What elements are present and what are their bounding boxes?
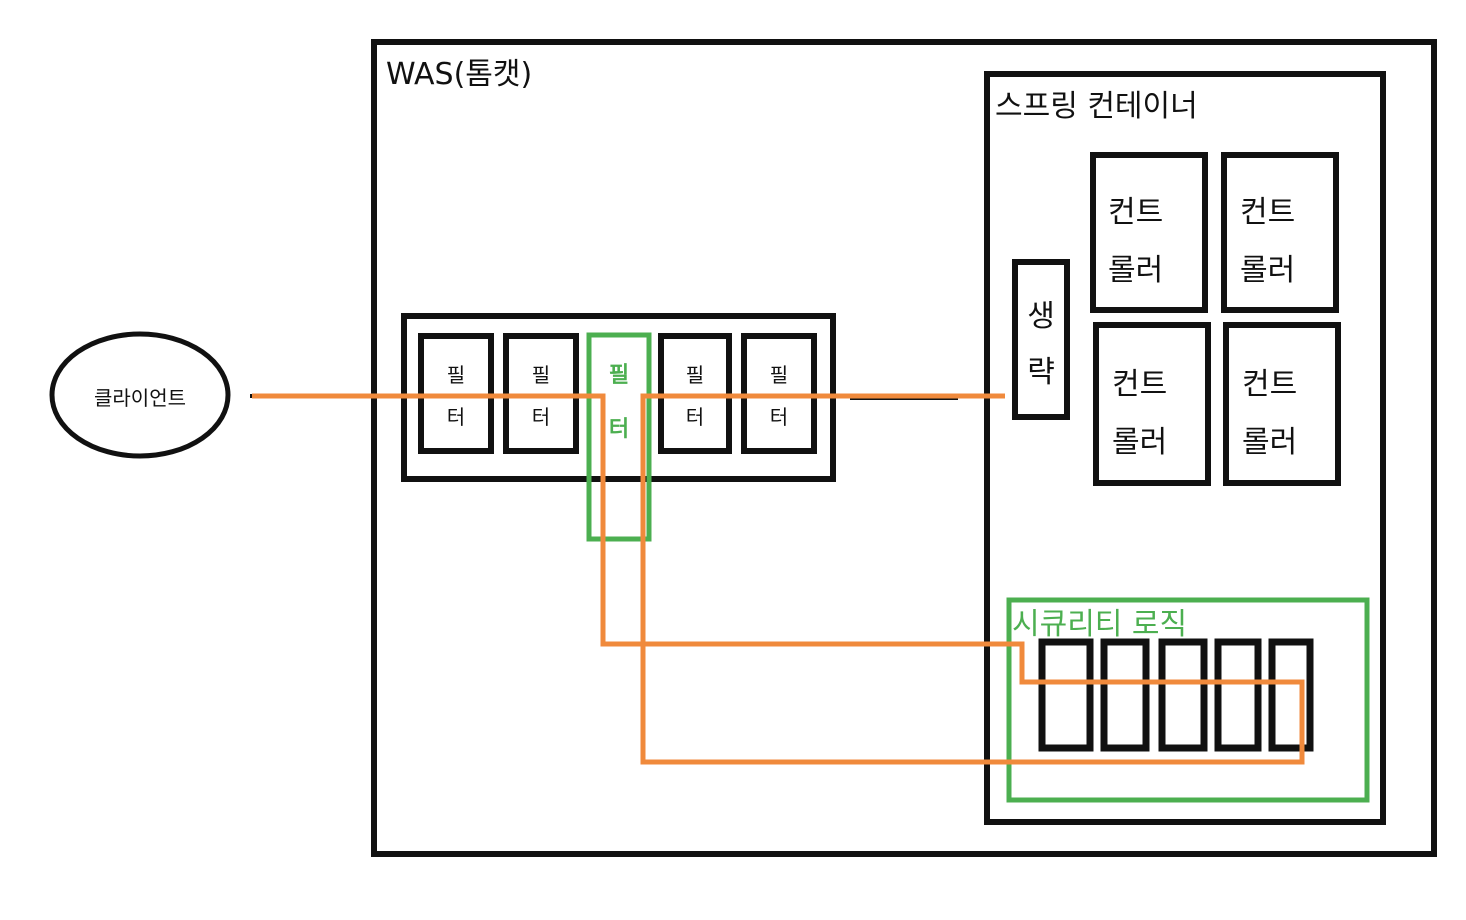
security-filter-5	[1268, 638, 1314, 752]
filter-2-top: 필	[532, 363, 550, 387]
omitted-box	[1012, 259, 1070, 420]
filter-1-top: 필	[447, 363, 465, 387]
filter-5-top: 필	[770, 363, 788, 387]
was-label: WAS(톰캣)	[386, 57, 532, 92]
controller-4: 컨트 롤러	[1223, 322, 1341, 486]
security-filter-group	[1038, 638, 1314, 752]
controller-2-line2: 롤러	[1240, 253, 1295, 288]
security-filter-3	[1158, 638, 1208, 752]
controller-1: 컨트 롤러	[1090, 152, 1208, 313]
controller-4-line1: 컨트	[1242, 367, 1297, 402]
controller-1-line1: 컨트	[1108, 195, 1163, 230]
filter-3-bottom: 터	[609, 417, 629, 442]
filter-5-bottom: 터	[770, 405, 788, 429]
spring-container-box	[984, 71, 1386, 825]
request-flow-in	[252, 393, 1305, 765]
filter-3-delegating: 필 터	[586, 332, 652, 542]
client-node	[49, 331, 231, 459]
security-filter-4	[1214, 638, 1262, 752]
security-filter-1	[1038, 638, 1094, 752]
controller-3-line1: 컨트	[1112, 367, 1167, 402]
controller-4-line2: 롤러	[1242, 425, 1297, 460]
filter-2-bottom: 터	[532, 405, 550, 429]
filter-1-bottom: 터	[447, 405, 465, 429]
controller-3: 컨트 롤러	[1093, 322, 1211, 486]
security-logic-label: 시큐리티 로직	[1012, 607, 1187, 642]
controller-1-line2: 롤러	[1108, 253, 1163, 288]
controller-3-line2: 롤러	[1112, 425, 1167, 460]
controller-2: 컨트 롤러	[1221, 152, 1339, 313]
filter-4-bottom: 터	[686, 405, 704, 429]
client-label: 클라이언트	[94, 386, 186, 410]
filter-3-top: 필	[609, 363, 629, 388]
security-filter-2	[1100, 638, 1150, 752]
filter-4-top: 필	[686, 363, 704, 387]
omitted-top: 생	[1027, 299, 1055, 334]
security-logic-box	[1006, 597, 1370, 803]
omitted-bottom: 략	[1027, 355, 1055, 390]
controller-2-line1: 컨트	[1240, 195, 1295, 230]
was-box	[371, 39, 1437, 857]
spring-container-label: 스프링 컨테이너	[995, 89, 1198, 124]
